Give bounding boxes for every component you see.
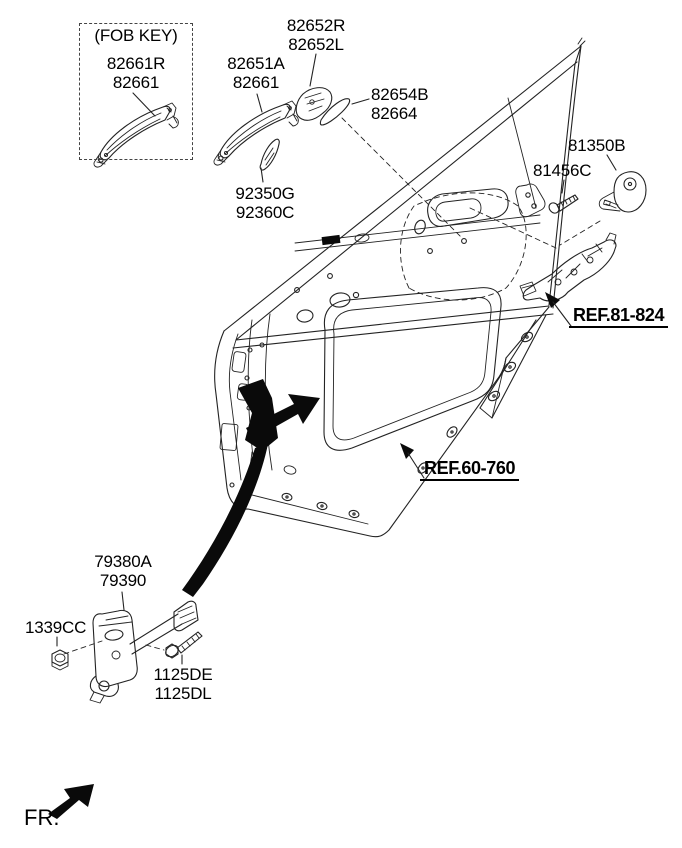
handle-gasket-drawing: [319, 98, 351, 126]
screw-drawing: [548, 194, 579, 214]
part-label-82664: 82664: [371, 104, 418, 123]
part-label-82661: 82661: [232, 73, 280, 92]
main-handle-drawing: [213, 100, 299, 166]
part-label-1339cc: 1339CC: [25, 618, 87, 637]
fr-direction-arrow: [48, 784, 94, 819]
door-checker-drawing: [89, 600, 199, 704]
part-label-82654b: 82654B: [371, 85, 429, 104]
ref-latch-arrow: [545, 292, 572, 327]
handle-pad-drawing: [259, 138, 280, 171]
part-label-82661-fob: 82661: [112, 73, 160, 92]
checker-strap-band: [182, 444, 268, 597]
part-label-82661r: 82661R: [106, 54, 166, 73]
part-label-81456c: 81456C: [533, 161, 592, 180]
part-label-81350b: 81350B: [568, 136, 626, 155]
leader-lines: [56, 53, 617, 665]
part-label-92350g: 92350G: [235, 184, 295, 203]
part-label-82652r: 82652R: [286, 16, 346, 35]
bolt-drawing: [165, 631, 203, 659]
lock-cylinder-drawing: [598, 171, 647, 213]
front-direction-label: FR.: [24, 805, 60, 830]
part-label-79390: 79390: [99, 571, 147, 590]
ref-link-60-760[interactable]: REF.60-760: [420, 459, 520, 481]
removal-arrow: [238, 379, 320, 451]
part-label-1125de: 1125DE: [153, 665, 213, 684]
ref-door-arrow: [400, 443, 425, 479]
handle-cover-drawing: [295, 87, 333, 121]
part-label-82652l: 82652L: [288, 35, 344, 54]
fob-key-group-box: [79, 23, 193, 160]
ref-link-81-824[interactable]: REF.81-824: [569, 306, 669, 328]
fob-key-title: (FOB KEY): [94, 26, 178, 45]
part-label-1125dl: 1125DL: [154, 684, 212, 703]
part-label-82651a: 82651A: [227, 54, 285, 73]
part-label-79380a: 79380A: [94, 552, 152, 571]
part-label-92360c: 92360C: [235, 203, 295, 222]
latch-assembly-drawing: [519, 232, 617, 302]
nut-drawing: [51, 649, 69, 671]
